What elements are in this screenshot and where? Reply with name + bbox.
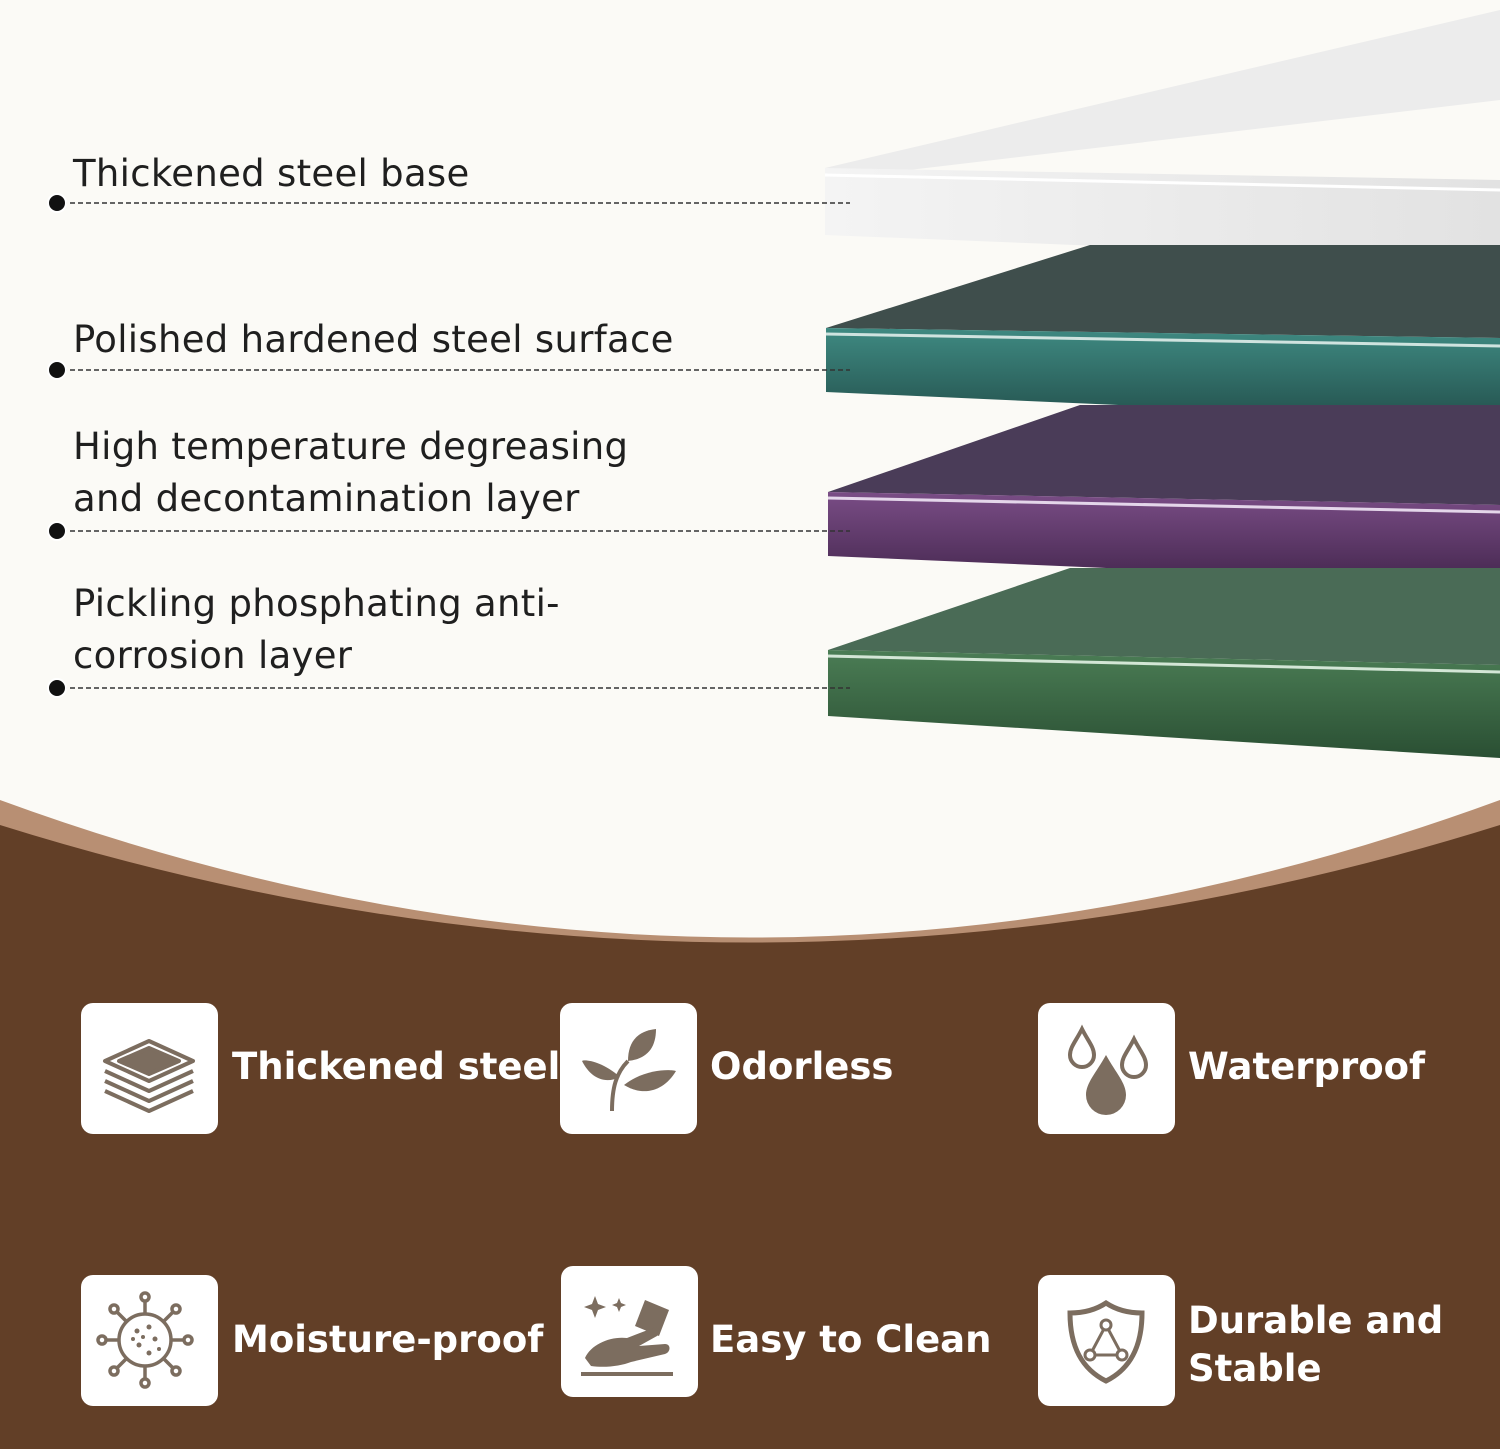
feature-tile-thickened-steel	[81, 1003, 218, 1134]
feature-label-moisture-proof: Moisture-proof	[232, 1318, 544, 1361]
leader-line-3	[47, 521, 850, 541]
feature-label-odorless: Odorless	[710, 1045, 894, 1088]
feature-tile-moisture-proof	[81, 1275, 218, 1406]
feature-tile-durable	[1038, 1275, 1175, 1406]
feature-tile-easy-to-clean	[561, 1266, 698, 1397]
stacked-layers-icon	[103, 1039, 195, 1113]
feature-label-durable: Durable and Stable	[1188, 1299, 1444, 1390]
layer-plate-polished-surface	[825, 245, 1500, 422]
leaf-sprout-icon	[582, 1029, 676, 1112]
shield-icon	[1067, 1299, 1145, 1384]
layer-plate-phosphating	[827, 568, 1500, 758]
leader-line-1	[47, 193, 850, 213]
feature-tile-odorless	[560, 1003, 697, 1134]
layer-label-degreasing: High temperature degreasing and decontam…	[73, 425, 629, 520]
wiping-hand-icon	[581, 1296, 673, 1376]
leader-line-2	[47, 360, 850, 380]
layer-plate-steel-base	[824, 10, 1500, 262]
feature-tile-waterproof	[1038, 1003, 1175, 1134]
feature-label-easy-to-clean: Easy to Clean	[710, 1318, 992, 1361]
feature-label-thickened-steel: Thickened steel	[232, 1045, 561, 1088]
layer-label-phosphating: Pickling phosphating anti- corrosion lay…	[73, 582, 560, 677]
layer-label-steel-base: Thickened steel base	[73, 152, 470, 195]
leader-line-4	[47, 678, 850, 698]
layer-plate-degreasing	[827, 405, 1500, 585]
feature-label-waterproof: Waterproof	[1188, 1045, 1426, 1088]
layer-label-polished-surface: Polished hardened steel surface	[73, 318, 674, 361]
virus-icon	[96, 1291, 194, 1389]
water-drops-icon	[1067, 1024, 1149, 1115]
